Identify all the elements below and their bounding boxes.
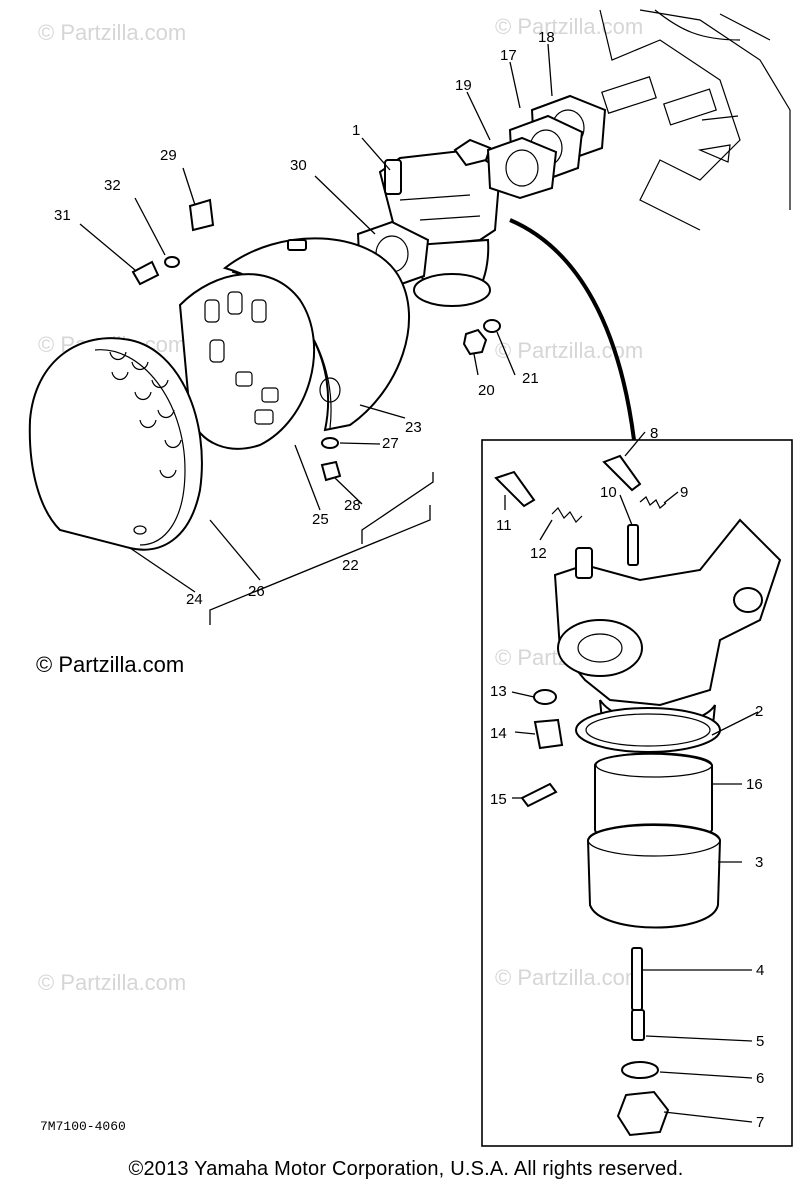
clamp-28-illustration [320,460,342,482]
callout-2: 2 [755,703,763,720]
intake-gaskets-illustration [486,94,607,200]
callout-10: 10 [600,484,617,501]
callout-3: 3 [755,854,763,871]
callout-11: 11 [496,517,512,534]
callout-9: 9 [680,484,688,501]
carburetor-detail-frame [481,439,793,1147]
callout-16: 16 [746,776,763,793]
washer-13-illustration [533,689,557,705]
callout-13: 13 [490,683,507,700]
pin-15-illustration [520,782,558,808]
watermark-mid-right: © Partzilla.com [495,338,643,363]
callout-31: 31 [54,207,71,224]
callout-21: 21 [522,370,539,387]
air-cleaner-cover-illustration [28,337,203,551]
washer-21-illustration [483,319,501,333]
pilot-jet-10-illustration [627,524,639,566]
callout-22: 22 [342,557,359,574]
spring-9-illustration [639,496,667,509]
washer-6-illustration [621,1061,659,1079]
watermark-top-right: © Partzilla.com [495,14,643,39]
diagram-code: 7M7100-4060 [40,1119,126,1134]
callout-27: 27 [382,435,399,452]
callout-17: 17 [500,47,517,64]
engine-block-illustration [599,9,791,231]
washer-27-illustration [321,437,339,449]
callout-1: 1 [352,122,360,139]
float-bowl-3-illustration [586,823,722,929]
callout-connector-curve [509,218,636,441]
watermark-bottom-left: © Partzilla.com [38,970,186,995]
copyright-notice: ©2013 Yamaha Motor Corporation, U.S.A. A… [128,1158,684,1180]
main-jet-14-illustration [533,718,564,750]
bolt-31-illustration [131,260,160,286]
callout-12: 12 [530,545,547,562]
callout-24: 24 [186,591,203,608]
callout-19: 19 [455,77,472,94]
callout-28: 28 [344,497,361,514]
screw-11-illustration [494,470,536,508]
screw-8-illustration [602,454,642,492]
callout-29: 29 [160,147,177,164]
callout-26: 26 [248,583,265,600]
callout-20: 20 [478,382,495,399]
callout-6: 6 [756,1070,764,1087]
watermark-bottom-right: © Partzilla.com [495,965,643,990]
leader-lines [79,43,759,1123]
callout-14: 14 [490,725,507,742]
nut-20-illustration [462,328,488,356]
callout-5: 5 [756,1033,764,1050]
callout-25: 25 [312,511,329,528]
watermark-top-left: © Partzilla.com [38,20,186,45]
spring-12-illustration [551,507,583,523]
washer-32-illustration [164,256,180,268]
callout-30: 30 [290,157,307,174]
callout-4: 4 [756,962,764,979]
drain-screw-4-illustration [631,947,643,1011]
carburetor-overview-illustration [378,138,502,307]
bolt-7-illustration [616,1090,670,1137]
air-filter-element-illustration [178,273,315,450]
watermark-prominent: © Partzilla.com [36,652,184,677]
callout-15: 15 [490,791,507,808]
spring-5-illustration [631,1009,645,1041]
gasket-2-illustration [575,707,721,753]
plate-29-illustration [188,198,215,232]
callout-18: 18 [538,29,555,46]
callout-7: 7 [756,1114,764,1131]
callout-numbers: 1 2 3 4 5 6 7 8 9 10 11 12 13 14 15 16 1… [54,29,764,1131]
callout-8: 8 [650,425,658,442]
callout-23: 23 [405,419,422,436]
callout-32: 32 [104,177,121,194]
